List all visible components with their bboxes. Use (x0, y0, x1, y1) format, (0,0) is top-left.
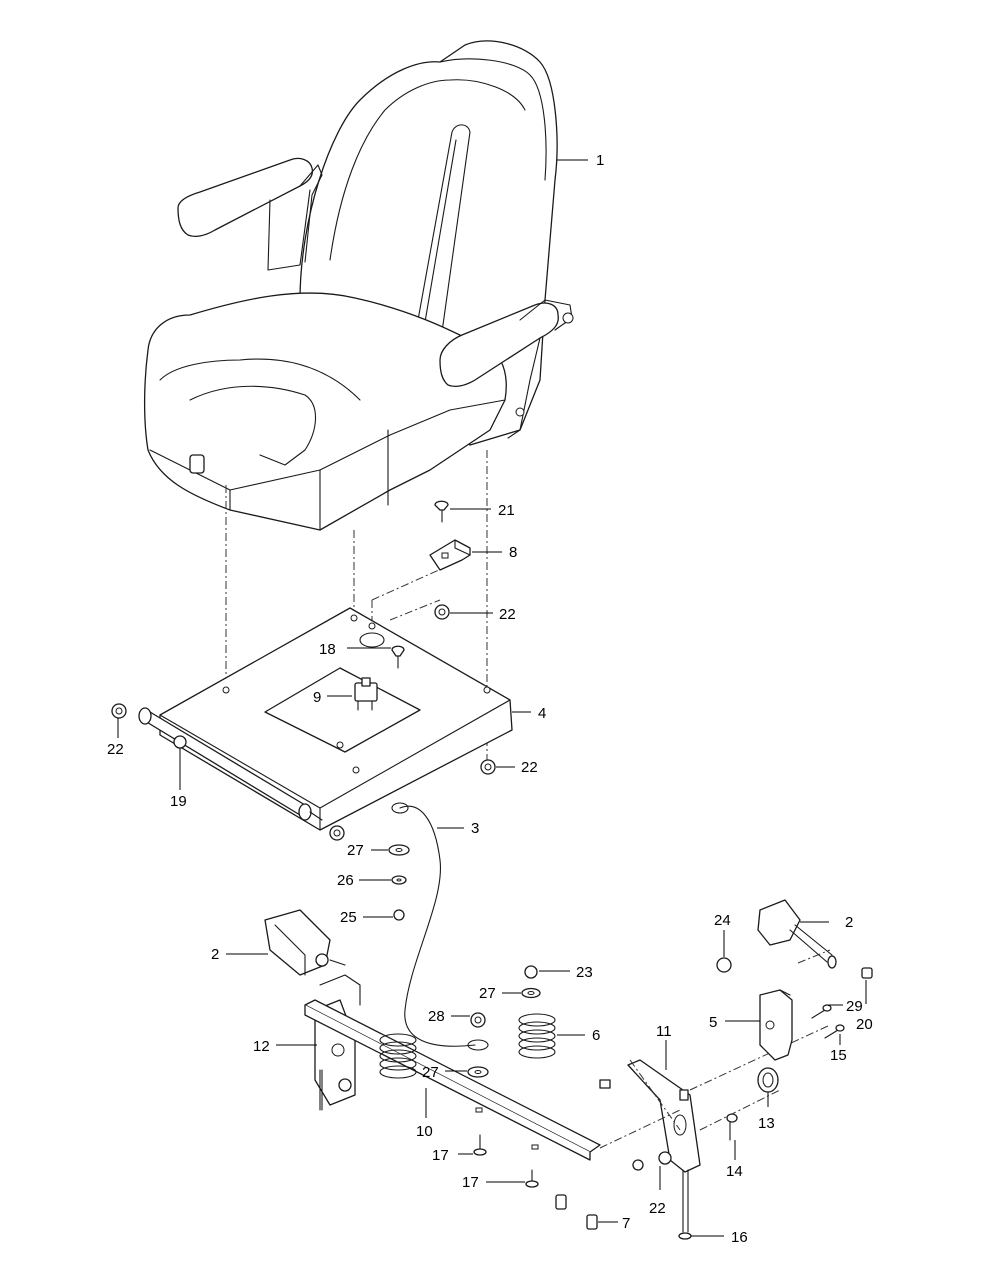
seat-assembly (143, 40, 574, 531)
nut-23 (524, 965, 538, 979)
rod-19 (138, 707, 323, 821)
cable-3 (391, 802, 489, 1051)
bushing-13 (757, 1067, 779, 1093)
callout-19: 19 (170, 793, 187, 810)
callout-11: 11 (656, 1023, 672, 1040)
callout-27: 27 (422, 1064, 439, 1081)
callout-5: 5 (709, 1014, 717, 1031)
callout-21: 21 (498, 502, 515, 519)
bolt-20 (861, 967, 873, 979)
callout-3: 3 (471, 820, 479, 837)
bar-10 (304, 974, 601, 1161)
callout-2: 2 (211, 946, 219, 963)
nut-22-upper (434, 604, 450, 620)
washer-27-lower (467, 1066, 489, 1078)
callout-7: 7 (622, 1215, 630, 1232)
nut-22-rod (329, 825, 345, 841)
nut-22-lower (658, 1151, 672, 1165)
bracket-5 (759, 989, 793, 1061)
callout-15: 15 (830, 1047, 847, 1064)
bolt-16 (678, 1169, 692, 1240)
callout-29: 29 (846, 998, 863, 1015)
callout-27: 27 (347, 842, 364, 859)
callout-12: 12 (253, 1038, 270, 1055)
callout-16: 16 (731, 1229, 748, 1246)
callout-4: 4 (538, 705, 546, 722)
callout-26: 26 (337, 872, 354, 889)
clip-7-b (586, 1214, 598, 1230)
washer-26 (391, 875, 407, 885)
callout-9: 9 (313, 689, 321, 706)
callout-18: 18 (319, 641, 336, 658)
callout-27: 27 (479, 985, 496, 1002)
callout-20: 20 (856, 1016, 873, 1033)
bolt-29 (811, 1004, 832, 1019)
bolt-21 (434, 500, 449, 523)
callout-2: 2 (845, 914, 853, 931)
nut-28 (470, 1012, 486, 1028)
callout-8: 8 (509, 544, 517, 561)
callout-25: 25 (340, 909, 357, 926)
nut-22-left (111, 703, 127, 719)
spring-left (379, 1033, 417, 1079)
callout-10: 10 (416, 1123, 433, 1140)
callout-14: 14 (726, 1163, 743, 1180)
bracket-8 (429, 539, 471, 571)
nut-22-right (480, 759, 496, 775)
nut-lower-extra (632, 1159, 644, 1171)
buckle-2-right (757, 899, 837, 969)
bolt-14 (726, 1113, 738, 1141)
callout-22: 22 (107, 741, 124, 758)
callout-17: 17 (462, 1174, 479, 1191)
clip-7-a (555, 1194, 567, 1210)
bolt-17-upper (473, 1134, 487, 1156)
bolt-15 (824, 1024, 845, 1039)
leader-lines (117, 159, 867, 1237)
washer-27-upper (388, 844, 410, 856)
callout-24: 24 (714, 912, 731, 929)
callout-22: 22 (649, 1200, 666, 1217)
buckle-2-left (264, 909, 346, 976)
bolt-18 (391, 645, 405, 669)
callout-labels: 1 21 8 22 18 9 4 22 22 19 3 27 26 25 2 2… (107, 152, 873, 1246)
nut-25 (393, 909, 405, 921)
bolt-17-lower (525, 1169, 539, 1188)
callout-22: 22 (521, 759, 538, 776)
callout-1: 1 (596, 152, 604, 169)
callout-6: 6 (592, 1027, 600, 1044)
spring-6 (518, 1013, 556, 1059)
switch-9 (354, 677, 378, 711)
callout-13: 13 (758, 1115, 775, 1132)
bracket-11 (599, 1059, 701, 1173)
callout-23: 23 (576, 964, 593, 981)
callout-22: 22 (499, 606, 516, 623)
seat-plate-4 (159, 607, 513, 831)
washer-27-mid (521, 987, 541, 999)
nut-24 (716, 957, 732, 973)
callout-17: 17 (432, 1147, 449, 1164)
callout-28: 28 (428, 1008, 445, 1025)
